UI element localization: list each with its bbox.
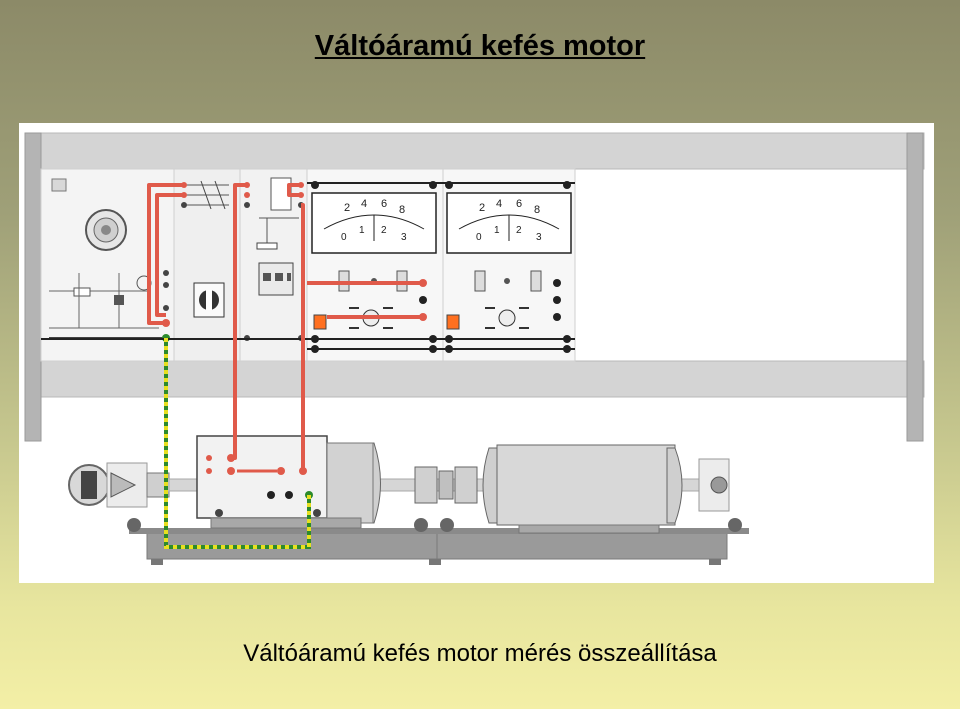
meter-1-scale-bottom-0: 0 (341, 232, 347, 243)
meter-1-scale-bottom-1: 1 (359, 225, 365, 236)
earth-wiring (164, 338, 311, 549)
meter-2-scale-top-0: 2 (479, 202, 485, 214)
meter-2-scale-bottom-2: 2 (516, 225, 522, 236)
meter-1-scale-top-2: 6 (381, 198, 387, 210)
slide-title: Váltóáramú kefés motor (314, 30, 646, 62)
meter-2-scale-bottom-1: 1 (494, 225, 500, 236)
load-machine (482, 444, 730, 534)
meter-2-scale-bottom-3: 3 (536, 232, 542, 243)
power-supply-panel (40, 168, 175, 362)
bus-bars (41, 182, 575, 353)
meter-1-scale-bottom-3: 3 (401, 232, 407, 243)
ac-brushed-motor (196, 435, 381, 529)
meter-2-scale-bottom-0: 0 (476, 232, 482, 243)
speed-sensor (68, 462, 170, 508)
meter-2-scale-top-1: 4 (496, 198, 502, 210)
contactor-panel (239, 168, 308, 362)
meter-1-scale-bottom-2: 2 (381, 225, 387, 236)
voltmeter-panel: 2 4 6 8 0 1 2 3 (442, 168, 576, 362)
switch-panel (173, 168, 241, 362)
rack-frame (24, 132, 925, 442)
coupling (414, 466, 478, 504)
ammeter-panel: 2 4 6 8 0 1 2 3 (306, 168, 444, 362)
meter-1-scale-top-0: 2 (344, 202, 350, 214)
measurement-setup-diagram: 2 4 6 8 0 1 2 3 (19, 123, 934, 583)
meter-2-scale-top-2: 6 (516, 198, 522, 210)
meter-1-scale-top-1: 4 (361, 198, 367, 210)
meter-2-scale-top-3: 8 (534, 204, 540, 216)
mounting-screws (127, 518, 742, 532)
machine-bench (129, 528, 749, 565)
slide-caption: Váltóáramú kefés motor mérés összeállítá… (243, 640, 717, 667)
meter-1-scale-top-3: 8 (399, 204, 405, 216)
red-wiring (147, 183, 423, 471)
